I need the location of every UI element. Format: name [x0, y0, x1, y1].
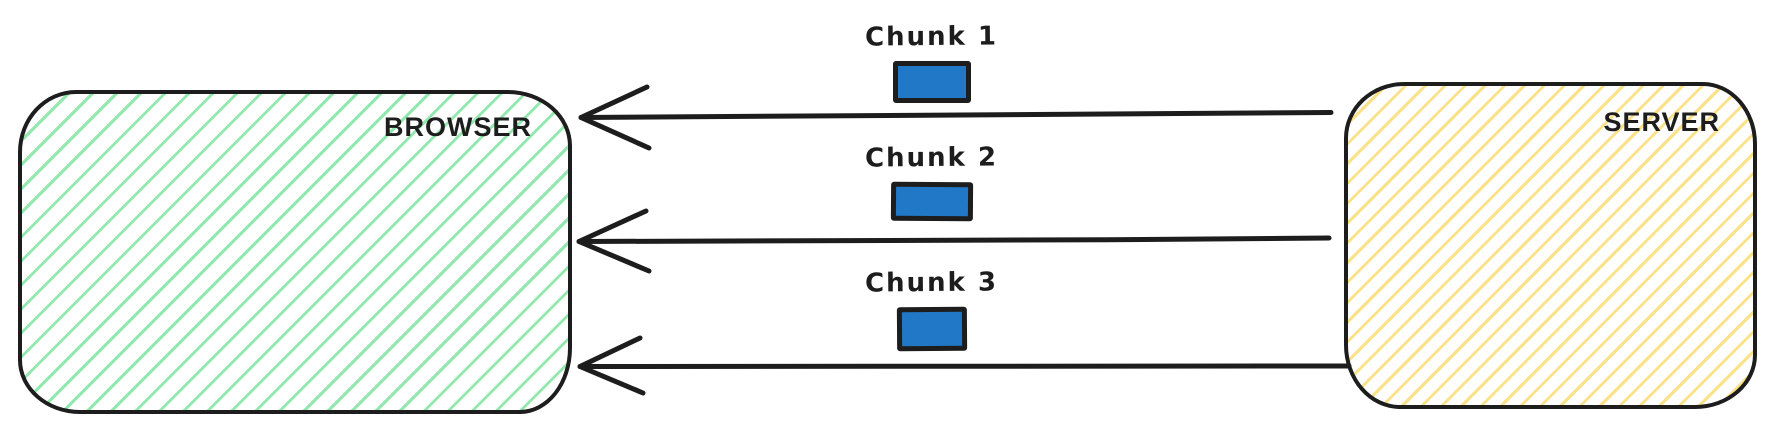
chunk-2-group: Chunk 2: [852, 142, 1012, 222]
arrow-3-shaft: [577, 363, 1352, 369]
arrow-2-head: [576, 208, 652, 274]
server-node: SERVER: [1344, 82, 1757, 409]
chunk-1-rect: [893, 61, 971, 103]
server-node-label: SERVER: [1603, 107, 1720, 137]
chunk-3-group: Chunk 3: [852, 267, 1012, 352]
chunk-2-rect: [890, 181, 974, 222]
chunk-3-rect: [896, 306, 968, 352]
browser-node: BROWSER: [18, 90, 572, 414]
chunk-1-group: Chunk 1: [852, 21, 1012, 103]
chunk-2-label: Chunk 2: [865, 142, 999, 174]
arrow-1-head: [578, 84, 652, 151]
arrow-2-shaft: [576, 235, 1332, 244]
arrow-3-head: [577, 335, 646, 396]
browser-node-label: BROWSER: [384, 112, 532, 142]
arrow-1-shaft: [578, 110, 1334, 120]
chunk-3-label: Chunk 3: [865, 267, 999, 299]
chunk-1-label: Chunk 1: [865, 21, 999, 53]
